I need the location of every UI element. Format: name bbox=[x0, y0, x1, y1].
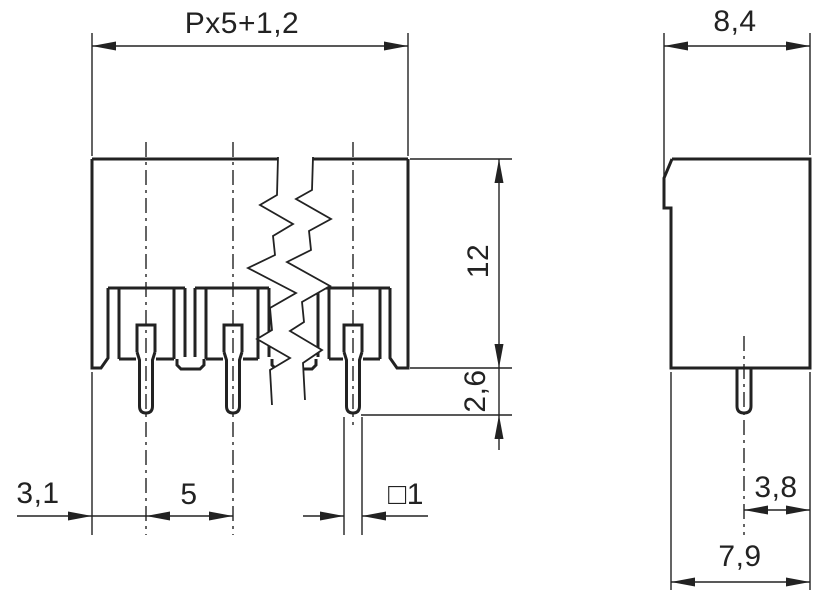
dim-label-overall-length: Px5+1,2 bbox=[184, 7, 300, 40]
dim-label-pin-to-back: 3,8 bbox=[754, 471, 798, 504]
ext-height bbox=[410, 158, 512, 369]
ext-front-top bbox=[91, 33, 409, 156]
arrow bbox=[92, 41, 116, 51]
centerlines bbox=[145, 142, 745, 535]
dim-label-edge-to-pin: 3,1 bbox=[16, 477, 60, 510]
arrow bbox=[384, 41, 408, 51]
arrow bbox=[320, 511, 344, 521]
side-body-outline bbox=[662, 157, 812, 370]
arrow bbox=[671, 577, 695, 587]
ext-side-bottom bbox=[670, 372, 811, 590]
ext-pin-square bbox=[343, 417, 363, 535]
extension-lines bbox=[91, 33, 811, 590]
slot-3 bbox=[316, 286, 390, 361]
pin-shaft bbox=[135, 351, 157, 415]
interslot-notch-1 bbox=[175, 359, 206, 371]
arrow bbox=[68, 511, 92, 521]
dim-label-pin-square: □1 bbox=[388, 478, 424, 511]
ext-side-top bbox=[663, 33, 811, 176]
arrow bbox=[146, 511, 170, 521]
dim-label-overall-depth: 8,4 bbox=[713, 5, 757, 38]
side-view bbox=[662, 157, 812, 415]
break-line-left bbox=[245, 156, 298, 406]
arrow bbox=[664, 41, 688, 51]
dim-label-pitch: 5 bbox=[180, 478, 198, 511]
pin-shaft bbox=[342, 351, 364, 415]
break-mask bbox=[248, 157, 331, 405]
arrow bbox=[209, 511, 233, 521]
dim-label-body-depth: 7,9 bbox=[718, 540, 762, 573]
arrow bbox=[362, 511, 386, 521]
front-view bbox=[90, 157, 410, 415]
slot-2 bbox=[193, 286, 271, 361]
arrow bbox=[744, 505, 768, 515]
arrow bbox=[494, 159, 504, 183]
dim-label-pin-protrusion: 2,6 bbox=[459, 369, 492, 413]
arrow bbox=[494, 344, 504, 368]
slot-1 bbox=[108, 286, 187, 361]
arrowheads bbox=[68, 41, 810, 587]
dim-label-body-height: 12 bbox=[462, 243, 495, 279]
front-body-right-side bbox=[388, 159, 410, 370]
pin-shaft bbox=[222, 351, 244, 415]
front-body-left-side bbox=[90, 159, 110, 370]
arrow bbox=[786, 505, 810, 515]
arrow bbox=[786, 41, 810, 51]
break-line-right bbox=[285, 156, 333, 401]
arrow bbox=[494, 415, 504, 439]
arrow bbox=[786, 577, 810, 587]
